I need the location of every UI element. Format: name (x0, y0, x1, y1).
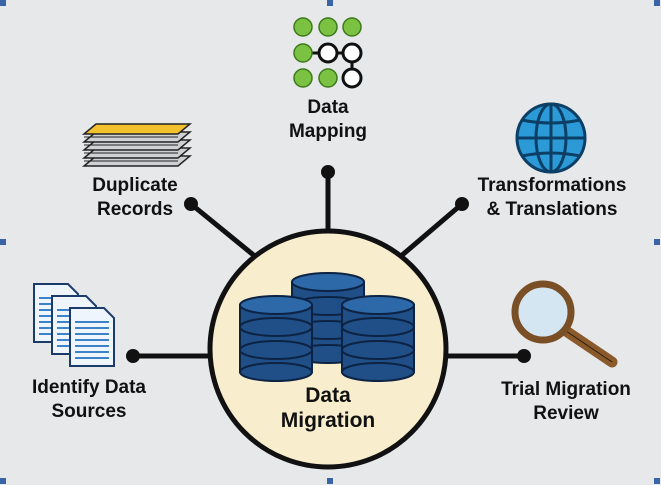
node-label-line: Records (96, 199, 174, 220)
connectors (130, 169, 527, 359)
endpoint-data-mapping (321, 165, 335, 179)
endpoint-trial-review (517, 349, 531, 363)
node-label-line: Sources (51, 401, 127, 422)
hub-label: Data Migration (268, 383, 388, 433)
node-label-line: Trial Migration (501, 379, 631, 400)
node-label-identify-sources: Identify Data Sources (14, 376, 164, 424)
database-cylinder-left (239, 295, 313, 382)
endpoint-transformations (455, 197, 469, 211)
documents-icon (33, 283, 115, 367)
hub-label-line: Migration (280, 409, 376, 432)
database-cylinder-right (341, 295, 415, 382)
node-label-line: Transformations (477, 175, 627, 196)
connector-endpoints (126, 165, 531, 363)
document-sheet-3 (69, 307, 115, 367)
endpoint-identify-sources (126, 349, 140, 363)
paper-stack-icon (81, 123, 193, 167)
node-label-line: & Translations (486, 199, 618, 220)
database-icon (239, 272, 415, 382)
node-grid-icon (293, 17, 363, 89)
globe-icon (515, 102, 587, 174)
connector-duplicate-records (188, 201, 265, 265)
node-label-line: Review (533, 403, 599, 424)
node-label-line: Identify Data (31, 377, 147, 398)
node-label-line: Data (307, 97, 349, 118)
node-label-line: Duplicate (92, 175, 178, 196)
node-label-transformations: Transformations & Translations (460, 174, 644, 222)
node-label-line: Mapping (288, 121, 368, 142)
endpoint-duplicate-records (184, 197, 198, 211)
node-label-data-mapping: Data Mapping (268, 96, 388, 144)
node-label-duplicate-records: Duplicate Records (70, 174, 200, 222)
node-label-trial-review: Trial Migration Review (484, 378, 648, 426)
magnifier-icon (511, 280, 618, 368)
connector-transformations (391, 201, 465, 265)
hub-label-line: Data (305, 384, 351, 407)
